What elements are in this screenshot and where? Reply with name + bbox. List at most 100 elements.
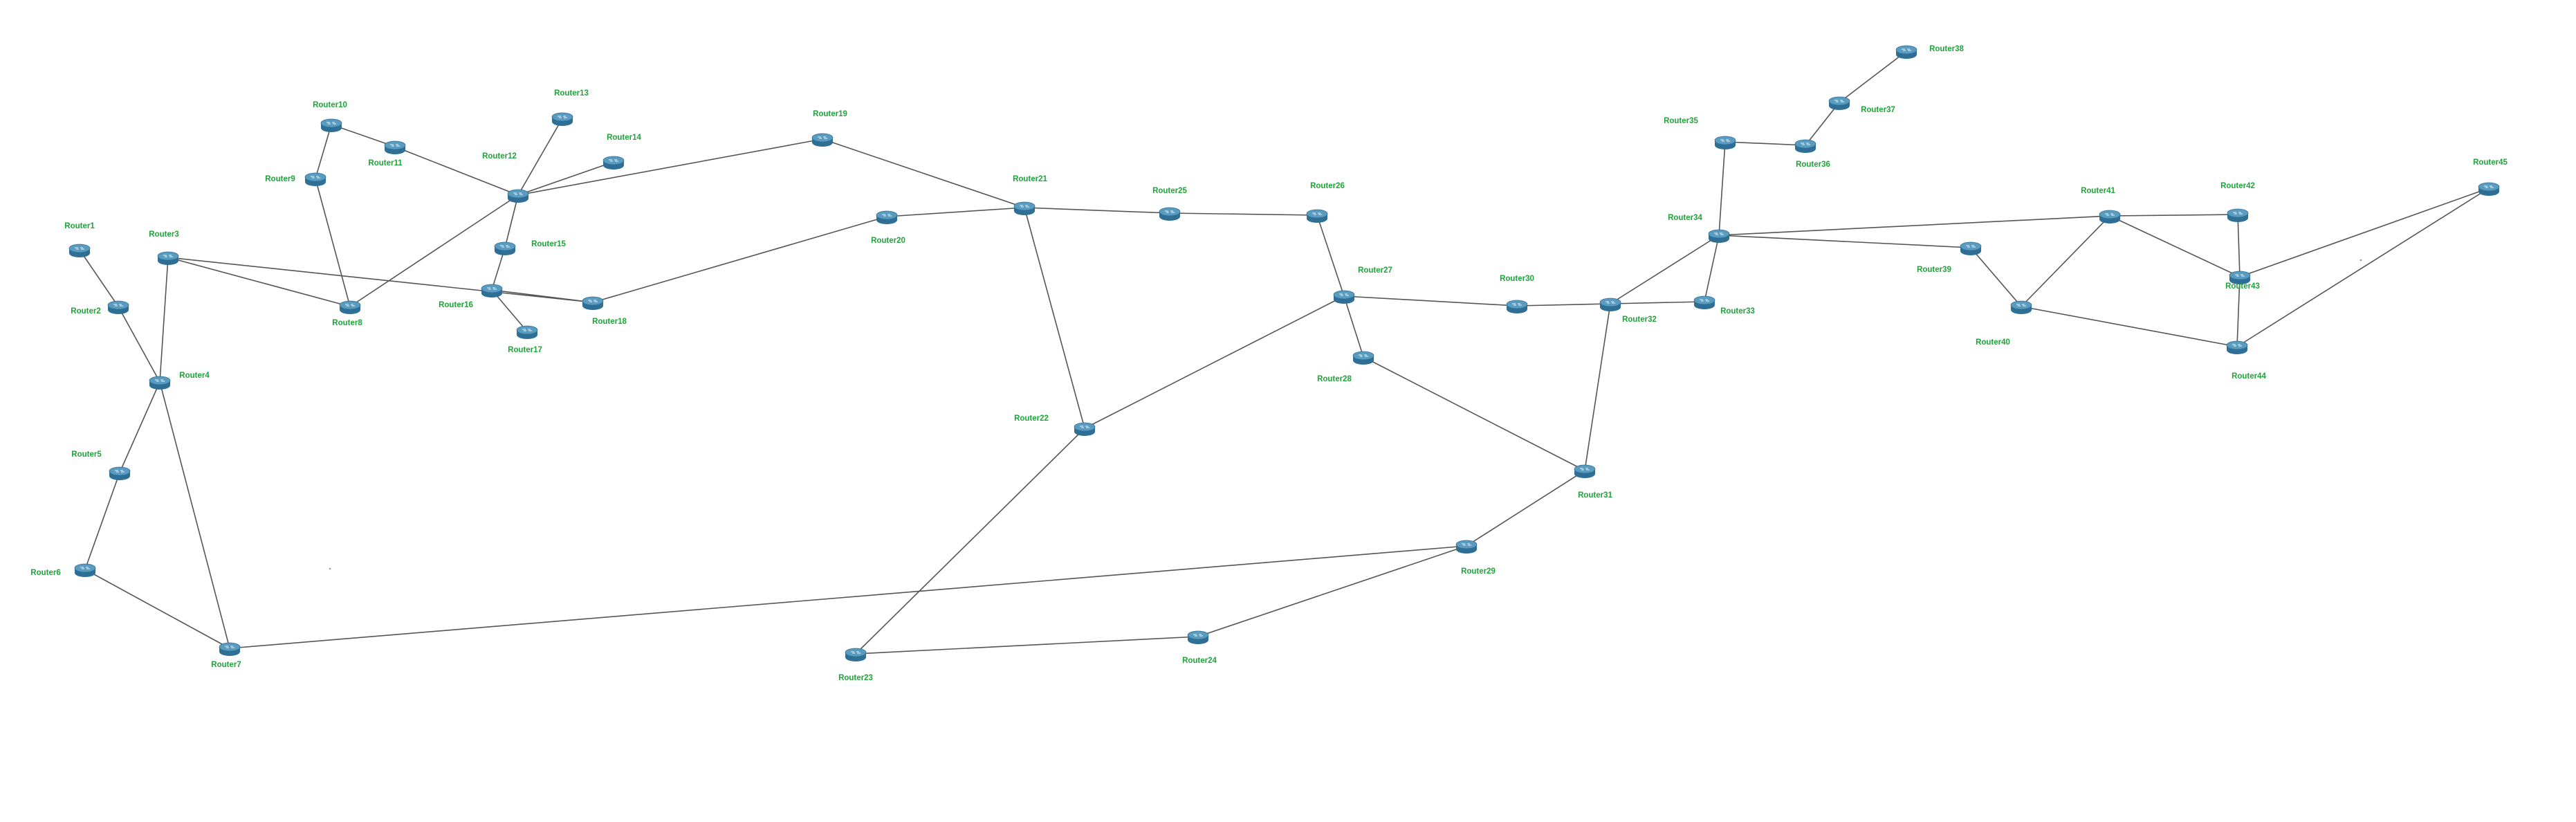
router-icon	[2099, 210, 2121, 223]
router-icon	[1074, 422, 1096, 436]
link-r31-r32	[1584, 303, 1611, 471]
router-node-r17[interactable]: Router17	[508, 325, 542, 354]
router-icon	[384, 140, 406, 154]
router-node-r1[interactable]: Router1	[64, 222, 95, 257]
link-r12-r15	[504, 194, 519, 248]
router-label: Router27	[1358, 266, 1392, 275]
router-icon	[304, 172, 326, 186]
link-r36-r37	[1805, 102, 1840, 146]
router-label: Router39	[1917, 266, 1951, 274]
router-icon	[157, 251, 179, 265]
link-r21-r25	[1024, 207, 1170, 214]
router-icon	[1794, 139, 1816, 153]
link-r34-r41	[1718, 215, 2110, 236]
router-label: Router16	[439, 301, 473, 309]
router-node-r11[interactable]: Router11	[368, 140, 406, 167]
router-node-r14[interactable]: Router14	[602, 134, 642, 170]
router-node-r45[interactable]: Router45	[2473, 158, 2508, 196]
router-node-r22[interactable]: Router22	[1014, 414, 1096, 436]
router-node-r19[interactable]: Router19	[811, 110, 847, 147]
link-r44-r45	[2236, 188, 2490, 347]
router-node-r42[interactable]: Router42	[2220, 182, 2255, 222]
stray-dot	[329, 567, 331, 570]
router-node-r43[interactable]: Router43	[2225, 271, 2260, 291]
router-node-r2[interactable]: Router2	[71, 300, 129, 316]
link-r39-r40	[1970, 247, 2022, 307]
router-node-r41[interactable]: Router41	[2081, 187, 2121, 223]
link-r26-r27	[1316, 214, 1345, 297]
link-r9-r8	[315, 178, 351, 307]
router-node-r29[interactable]: Router29	[1455, 540, 1496, 576]
router-icon	[1333, 290, 1355, 304]
router-icon	[602, 156, 625, 170]
router-icon	[1159, 207, 1181, 221]
router-node-r8[interactable]: Router8	[332, 300, 362, 327]
router-node-r5[interactable]: Router5	[71, 450, 131, 480]
router-label: Router44	[2232, 372, 2266, 381]
router-node-r33[interactable]: Router33	[1693, 295, 1755, 316]
link-r18-r20	[592, 216, 887, 303]
router-node-r6[interactable]: Router6	[30, 563, 96, 577]
router-node-r30[interactable]: Router30	[1500, 275, 1534, 313]
router-node-r44[interactable]: Router44	[2226, 340, 2267, 381]
router-icon	[1187, 630, 1209, 644]
router-label: Router45	[2473, 158, 2508, 167]
link-r41-r43	[2109, 215, 2241, 277]
router-node-r16[interactable]: Router16	[439, 284, 503, 309]
router-node-r26[interactable]: Router26	[1306, 182, 1345, 223]
router-node-r15[interactable]: Router15	[494, 240, 567, 255]
router-node-r39[interactable]: Router39	[1917, 241, 1982, 274]
router-node-r23[interactable]: Router23	[838, 648, 873, 682]
link-r42-r43	[2237, 214, 2241, 277]
router-node-r20[interactable]: Router20	[871, 210, 905, 245]
router-icon	[1714, 136, 1736, 149]
router-label: Router7	[211, 661, 241, 669]
link-r2-r4	[118, 306, 160, 383]
router-node-r4[interactable]: Router4	[149, 372, 210, 390]
router-label: Router28	[1317, 375, 1352, 383]
router-icon	[109, 466, 131, 480]
link-r20-r21	[886, 207, 1025, 217]
router-node-r13[interactable]: Router13	[551, 89, 589, 126]
router-node-r10[interactable]: Router10	[313, 101, 347, 132]
router-icon	[68, 244, 91, 257]
router-label: Router2	[71, 307, 100, 316]
link-r6-r7	[84, 569, 230, 649]
link-r3-r4	[159, 257, 169, 383]
router-node-r36[interactable]: Router36	[1794, 139, 1830, 169]
link-r7-r29	[229, 545, 1467, 649]
router-icon	[1960, 241, 1982, 255]
router-node-r25[interactable]: Router25	[1152, 187, 1188, 221]
router-node-r21[interactable]: Router21	[1013, 175, 1048, 215]
router-node-r31[interactable]: Router31	[1574, 464, 1613, 500]
router-node-r34[interactable]: Router34	[1668, 214, 1730, 243]
router-node-r28[interactable]: Router28	[1317, 351, 1374, 383]
router-icon	[1506, 300, 1528, 313]
router-icon	[1895, 45, 1917, 59]
router-node-r3[interactable]: Router3	[149, 230, 179, 265]
stray-dot	[2359, 259, 2362, 262]
router-label: Router9	[265, 175, 295, 183]
router-icon	[2010, 300, 2032, 314]
router-node-r24[interactable]: Router24	[1182, 630, 1217, 665]
router-node-r32[interactable]: Router32	[1599, 298, 1657, 324]
router-icon	[2226, 340, 2248, 354]
router-node-r27[interactable]: Router27	[1333, 266, 1392, 304]
router-node-r9[interactable]: Router9	[265, 172, 326, 186]
router-node-r7[interactable]: Router7	[211, 642, 241, 669]
router-node-r37[interactable]: Router37	[1828, 96, 1895, 114]
router-node-r38[interactable]: Router38	[1895, 45, 1965, 59]
link-r23-r24	[855, 636, 1199, 655]
router-label: Router5	[71, 450, 102, 459]
router-icon	[2227, 208, 2249, 222]
router-label: Router12	[482, 152, 517, 161]
router-node-r35[interactable]: Router35	[1664, 117, 1736, 149]
link-r30-r32	[1516, 303, 1611, 307]
router-node-r18[interactable]: Router18	[582, 296, 627, 326]
router-node-r12[interactable]: Router12	[482, 152, 529, 203]
link-r34-r35	[1718, 141, 1726, 236]
link-r32-r33	[1610, 301, 1705, 304]
router-node-r40[interactable]: Router40	[1976, 300, 2032, 347]
router-label: Router3	[149, 230, 178, 239]
link-r24-r29	[1197, 545, 1467, 637]
